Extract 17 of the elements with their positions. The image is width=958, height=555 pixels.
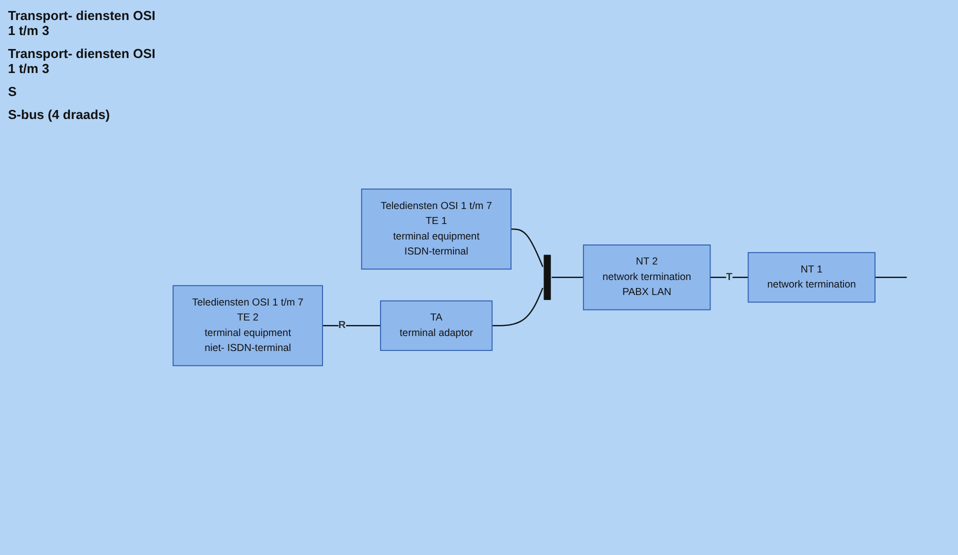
node-box: TA terminal adaptor	[380, 300, 493, 352]
node-box: Telediensten OSI 1 t/m 7 TE 1 terminal equipment ISDN-terminal	[361, 188, 512, 270]
connector	[511, 228, 544, 268]
connector	[875, 276, 907, 278]
node-box: NT 2 network termination PABX LAN	[582, 244, 711, 310]
node-box: NT 1 network termination	[748, 252, 876, 303]
connector	[322, 325, 381, 326]
edge-label: R	[338, 320, 346, 331]
diagram-label: S	[8, 84, 18, 99]
diagram-label: S-bus (4 draads)	[8, 107, 111, 122]
connector	[710, 276, 748, 278]
diagram-label: Transport- diensten OSI 1 t/m 3	[8, 46, 156, 76]
diagram-label: Transport- diensten OSI 1 t/m 3	[8, 8, 156, 38]
connector	[552, 276, 584, 278]
node-box: Telediensten OSI 1 t/m 7 TE 2 terminal equipment niet- ISDN-terminal	[172, 285, 323, 366]
edge-label: T	[726, 272, 732, 283]
connector	[492, 288, 544, 326]
